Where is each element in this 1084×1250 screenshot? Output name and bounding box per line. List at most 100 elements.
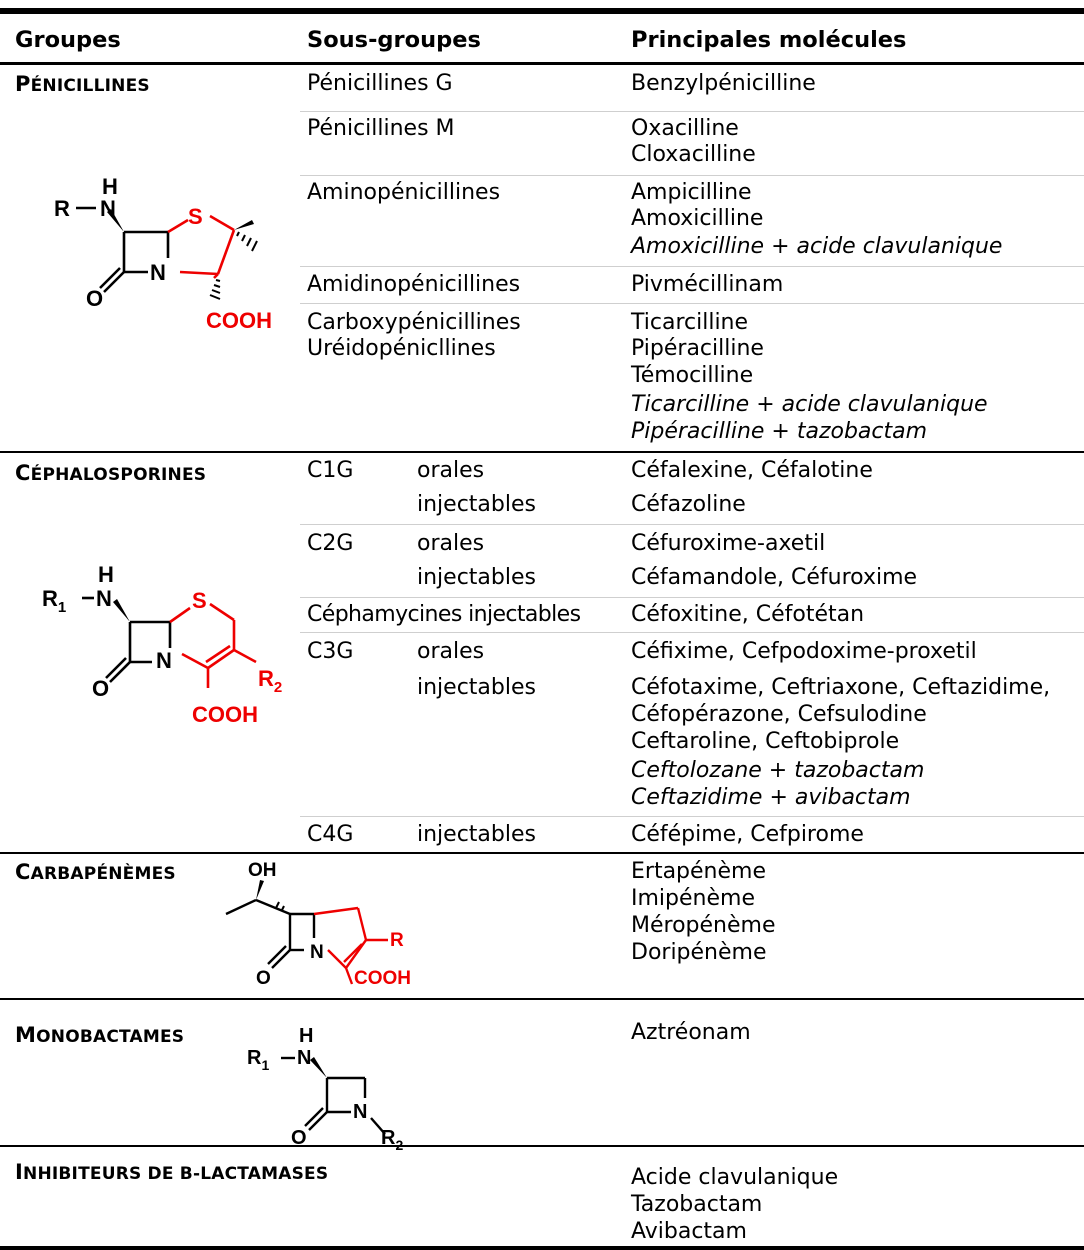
molecule-name: Benzylpénicilline xyxy=(631,71,816,96)
row-separator xyxy=(300,632,1084,633)
molecule-name: Ticarcilline xyxy=(631,310,749,335)
nitrogen-label: N xyxy=(353,1101,367,1123)
route-label: injectables xyxy=(417,675,536,700)
molecule-name: Pipéracilline xyxy=(631,336,764,361)
r-group-label: R xyxy=(54,196,70,221)
molecule-name: Céfixime, Cefpodoxime-proxetil xyxy=(631,639,977,664)
subgroup-code: C3G xyxy=(307,639,354,664)
sulfur-label: S xyxy=(188,204,203,229)
subgroup-label: Uréidopénicllines xyxy=(307,336,496,361)
molecule-name: Amoxicilline xyxy=(631,206,764,231)
carbapenem-structure: OH N O R COOH xyxy=(225,860,411,989)
row-separator xyxy=(300,303,1084,304)
subgroup-label: Carboxypénicillines xyxy=(307,310,521,335)
header-molecules: Principales molécules xyxy=(631,27,907,53)
subgroup-code: C1G xyxy=(307,458,354,483)
nitrogen-label: N xyxy=(100,196,116,221)
molecule-name: Oxacilline xyxy=(631,116,739,141)
molecule-name: Ampicilline xyxy=(631,180,752,205)
carboxyl-label: COOH xyxy=(206,308,272,333)
nitrogen-label: N xyxy=(310,942,324,963)
subgroup-label: Aminopénicillines xyxy=(307,180,501,205)
row-separator xyxy=(300,524,1084,525)
r1-label: R1 xyxy=(42,586,66,616)
header-sous-groupes: Sous-groupes xyxy=(307,27,481,53)
subgroup-label: Pénicillines M xyxy=(307,116,455,141)
route-label: injectables xyxy=(417,492,536,517)
group-monobactames: MONOBACTAMES xyxy=(15,1023,185,1047)
molecule-combination: Ceftolozane + tazobactam xyxy=(631,758,925,783)
molecule-name: Témocilline xyxy=(631,363,754,388)
section-rule-inhibiteurs xyxy=(0,1145,1084,1147)
molecule-name: Céfopérazone, Cefsulodine xyxy=(631,702,927,727)
row-separator xyxy=(300,816,1084,817)
oxygen-label: O xyxy=(86,286,103,311)
molecule-name: Pivmécillinam xyxy=(631,272,784,297)
hydrogen-label: H xyxy=(98,562,114,587)
header-rule xyxy=(0,62,1084,65)
hydrogen-label: H xyxy=(299,1025,313,1047)
sulfur-label: S xyxy=(192,588,207,613)
molecule-name: Tazobactam xyxy=(631,1192,763,1217)
molecule-name: Céfotaxime, Ceftriaxone, Ceftazidime, xyxy=(631,675,1051,700)
molecule-name: Ceftaroline, Ceftobiprole xyxy=(631,729,900,754)
subgroup-code: C2G xyxy=(307,531,354,556)
nitrogen-label: N xyxy=(150,260,166,285)
row-separator xyxy=(300,597,1084,598)
oxygen-label: O xyxy=(256,968,271,989)
carboxyl-label: COOH xyxy=(354,968,411,989)
group-carbapenemes: CARBAPÉNÈMES xyxy=(15,860,176,884)
molecule-name: Acide clavulanique xyxy=(631,1165,839,1190)
molecule-name: Céfalexine, Céfalotine xyxy=(631,458,873,483)
nitrogen-label: N xyxy=(156,648,172,673)
r1-label: R1 xyxy=(247,1047,269,1073)
oxygen-label: O xyxy=(291,1127,307,1149)
penicillin-structure: R N H S N O COOH xyxy=(54,174,272,333)
nitrogen-label: N xyxy=(96,586,112,611)
group-cephalosporines: CÉPHALOSPORINES xyxy=(15,461,207,485)
molecule-name: Céfazoline xyxy=(631,492,746,517)
molecule-name: Ertapénème xyxy=(631,859,766,884)
group-penicillines: PÉNICILLINES xyxy=(15,72,150,96)
molecule-name: Avibactam xyxy=(631,1219,747,1244)
route-label: injectables xyxy=(417,822,536,847)
subgroup-code: C4G xyxy=(307,822,354,847)
r2-label: R2 xyxy=(381,1127,403,1153)
subgroup-label: Céphamycines injectables xyxy=(307,602,581,627)
molecule-name: Méropénème xyxy=(631,913,776,938)
route-label: orales xyxy=(417,531,485,556)
molecule-combination: Ceftazidime + avibactam xyxy=(631,785,911,810)
r2-label: R2 xyxy=(258,666,282,696)
section-rule-monobactames xyxy=(0,998,1084,1000)
route-label: orales xyxy=(417,458,485,483)
molecule-name: Imipénème xyxy=(631,886,755,911)
subgroup-label: Amidinopénicillines xyxy=(307,272,521,297)
molecule-name: Doripénème xyxy=(631,940,767,965)
molecule-name: Aztréonam xyxy=(631,1020,751,1045)
route-label: orales xyxy=(417,639,485,664)
group-inhibiteurs: INHIBITEURS DE B-LACTAMASES xyxy=(15,1160,329,1184)
hydrogen-label: H xyxy=(102,174,118,199)
molecule-combination: Amoxicilline + acide clavulanique xyxy=(631,234,1003,259)
molecule-name: Céfamandole, Céfuroxime xyxy=(631,565,918,590)
section-rule-cephalosporines xyxy=(0,451,1084,453)
header-groupes: Groupes xyxy=(15,27,121,53)
row-separator xyxy=(300,111,1084,112)
subgroup-label: Pénicillines G xyxy=(307,71,453,96)
hydroxyl-label: OH xyxy=(248,860,277,881)
row-separator xyxy=(300,175,1084,176)
molecule-combination: Pipéracilline + tazobactam xyxy=(631,419,928,444)
row-separator xyxy=(300,266,1084,267)
top-rule xyxy=(0,8,1084,14)
bottom-rule xyxy=(0,1246,1084,1250)
cephalosporin-structure: R1 N H S N O R2 COOH xyxy=(42,562,282,727)
nitrogen-label: N xyxy=(297,1047,311,1069)
molecule-name: Céfuroxime-axetil xyxy=(631,531,826,556)
molecule-name: Cloxacilline xyxy=(631,142,756,167)
oxygen-label: O xyxy=(92,676,109,701)
section-rule-carbapenemes xyxy=(0,852,1084,854)
route-label: injectables xyxy=(417,565,536,590)
monobactam-structure: R1 N H N O R2 xyxy=(247,1025,403,1153)
carboxyl-label: COOH xyxy=(192,702,258,727)
molecule-combination: Ticarcilline + acide clavulanique xyxy=(631,392,988,417)
